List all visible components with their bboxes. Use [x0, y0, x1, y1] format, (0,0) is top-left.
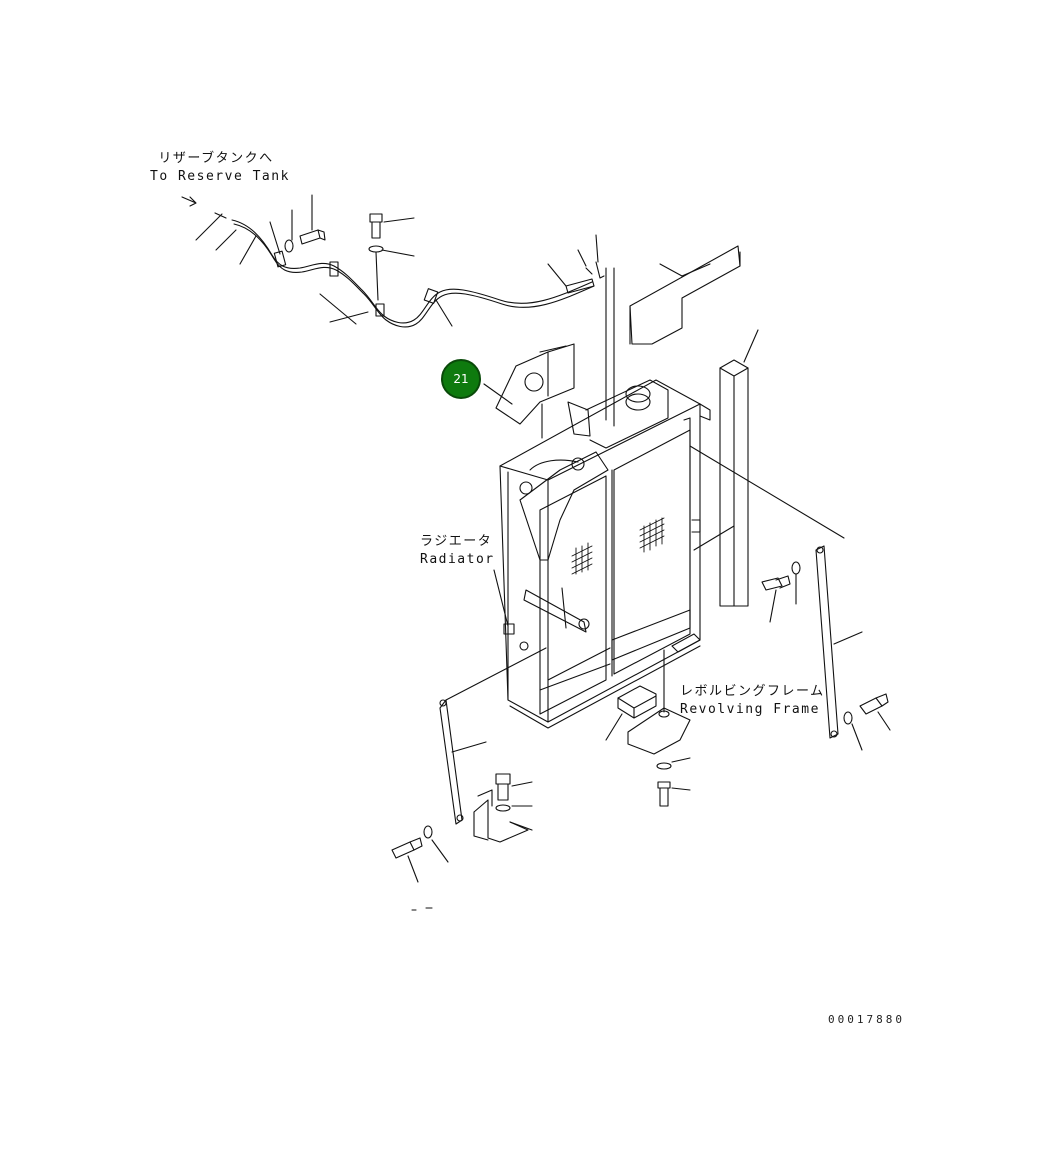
part-callout-21[interactable]: 21 [441, 359, 481, 399]
radiator-leaders [445, 267, 845, 701]
reserve-tank-label-jp: リザーブタンクへ [158, 151, 274, 166]
revolving-frame-label-en: Revolving Frame [680, 702, 820, 717]
left-stay [439, 699, 487, 825]
bottom-bracket [391, 773, 533, 883]
radiator-body [499, 379, 711, 729]
document-number: 00017880 [828, 1013, 905, 1026]
radiator-mesh [571, 517, 665, 575]
revolving-frame-label-jp: レボルビングフレーム [680, 684, 825, 699]
sponge-block [483, 343, 575, 425]
reserve-tank-hose [181, 196, 605, 328]
reserve-tank-label-en: To Reserve Tank [150, 169, 290, 184]
hose-clamp-bolts [284, 213, 384, 301]
top-cover [629, 245, 741, 345]
right-stay [815, 545, 863, 739]
right-bolts [761, 561, 891, 751]
radiator-label-jp: ラジエータ [420, 534, 493, 549]
side-seal [693, 329, 759, 607]
tick-marks [411, 907, 433, 911]
hose-leader-lines [195, 194, 599, 327]
frame-mounts [605, 649, 691, 807]
radiator-label-en: Radiator [420, 552, 495, 567]
